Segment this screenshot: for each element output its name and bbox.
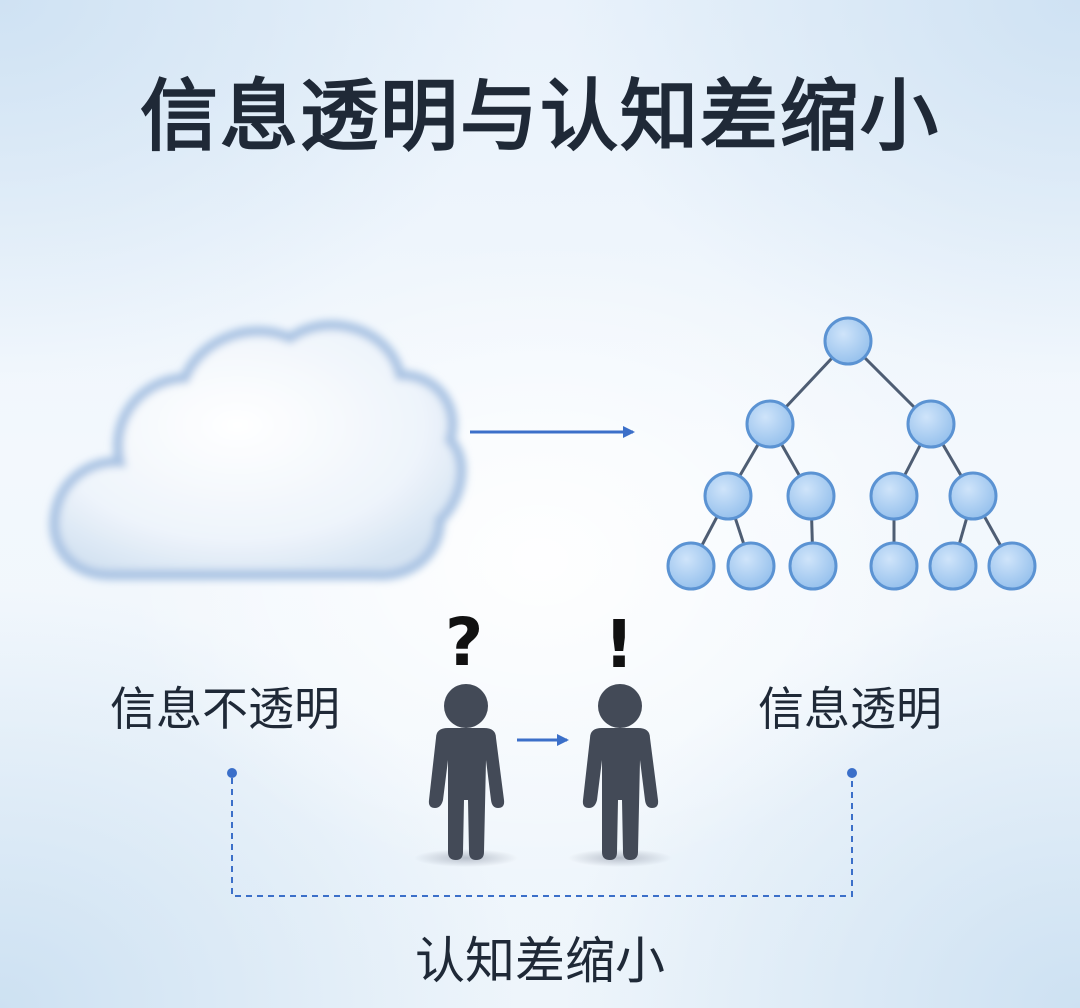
page-title: 信息透明与认知差缩小 bbox=[139, 72, 940, 162]
opaque-info-label: 信息不透明 bbox=[110, 682, 340, 736]
bracket-end-dot bbox=[847, 768, 857, 778]
tree-node bbox=[906, 399, 956, 449]
tree-node bbox=[666, 541, 716, 591]
tree-node bbox=[726, 541, 776, 591]
bracket-end-dot bbox=[227, 768, 237, 778]
transparent-info-label: 信息透明 bbox=[758, 682, 942, 736]
tree-node bbox=[786, 471, 836, 521]
hierarchy-tree-icon bbox=[666, 316, 1037, 591]
tree-node bbox=[869, 471, 919, 521]
tree-node bbox=[869, 541, 919, 591]
tree-node bbox=[928, 541, 978, 591]
cognitive-gap-bracket bbox=[227, 768, 857, 897]
person-icon bbox=[582, 684, 659, 860]
exclamation-mark: ! bbox=[604, 606, 635, 683]
tree-node bbox=[987, 541, 1037, 591]
tree-node bbox=[703, 471, 753, 521]
gap-reduced-label: 认知差缩小 bbox=[415, 932, 665, 990]
question-mark: ? bbox=[445, 604, 484, 681]
tree-node bbox=[745, 399, 795, 449]
cloud-icon bbox=[49, 320, 467, 581]
tree-node bbox=[948, 471, 998, 521]
tree-node bbox=[823, 316, 873, 366]
person-icon bbox=[428, 684, 505, 860]
tree-node bbox=[788, 541, 838, 591]
